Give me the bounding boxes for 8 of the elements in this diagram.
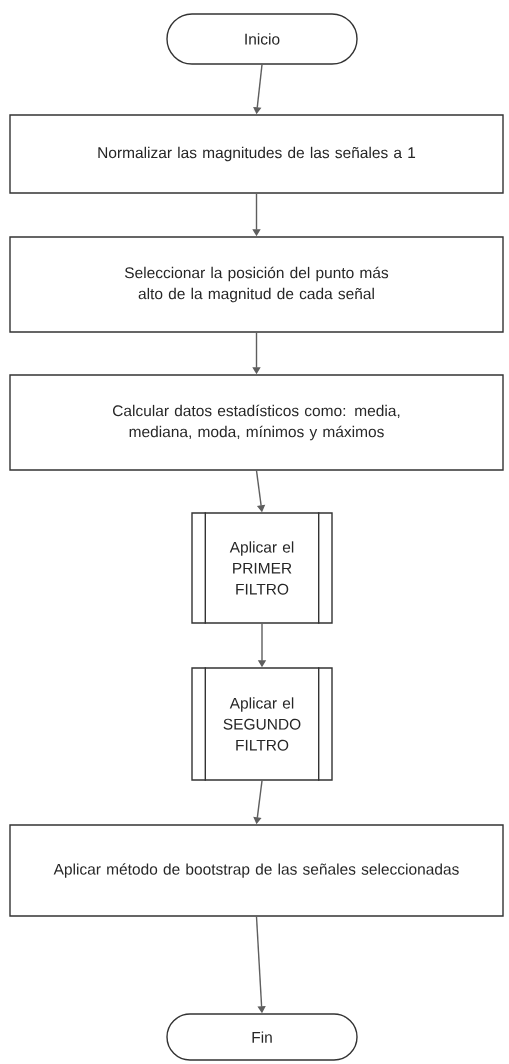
process-box: Aplicar método de bootstrap de las señales seleccionadas xyxy=(9,824,504,917)
terminator: Inicio xyxy=(166,13,358,65)
process-box: Normalizar las magnitudes de las señales a 1 xyxy=(9,114,504,194)
process-box: Seleccionar la posición del punto más alto de la magnitud de cada señal xyxy=(9,236,504,333)
predefined-process-box: Aplicar el PRIMER FILTRO xyxy=(191,511,333,625)
terminator: Fin xyxy=(166,1013,358,1061)
process-box: Calcular datos estadísticos como: media, mediana, moda, mínimos y máximos xyxy=(9,374,504,471)
predefined-process-box: Aplicar el SEGUNDO FILTRO xyxy=(191,666,333,782)
